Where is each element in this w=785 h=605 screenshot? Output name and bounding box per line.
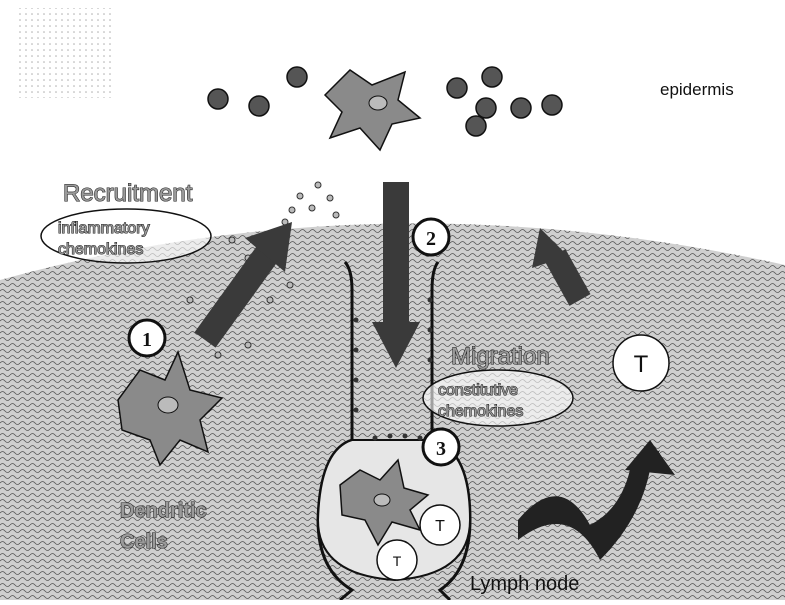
step-2-label: 2 [426,228,436,250]
inflammatory-label-line2: chemokines [58,241,143,258]
step-3-label: 3 [436,438,446,460]
t-cell-dermis: T [613,335,669,391]
lymph-node-label: Lymph node [470,573,579,595]
dendritic-label-line2: Cells [120,531,168,553]
inflammatory-label-line1: inflammatory [58,220,150,237]
recruitment-label: Recruitment [63,180,193,207]
step-1-marker: 1 [129,320,165,356]
constitutive-label-line1: constitutive [438,382,518,399]
dc-nucleus-dermis [158,397,178,413]
step-3-marker: 3 [423,429,459,465]
t-cell-label-3: T [393,553,402,569]
dc-nucleus-epidermis [369,96,387,110]
constitutive-label-line2: chemokines [438,403,523,420]
t-cell-node-2: T [377,540,417,580]
t-cell-label-1: T [634,351,649,378]
dc-nucleus-node [374,494,390,506]
dendritic-cell-epidermis [325,70,420,150]
dot-texture [18,8,113,98]
dendritic-label-line1: Dendritic [120,500,207,522]
step-1-label: 1 [142,329,152,351]
t-cell-node-1: T [420,505,460,545]
epidermis-label: epidermis [660,80,734,99]
step-2-marker: 2 [413,219,449,255]
migration-label: Migration [451,343,550,370]
t-cell-label-2: T [435,518,445,535]
